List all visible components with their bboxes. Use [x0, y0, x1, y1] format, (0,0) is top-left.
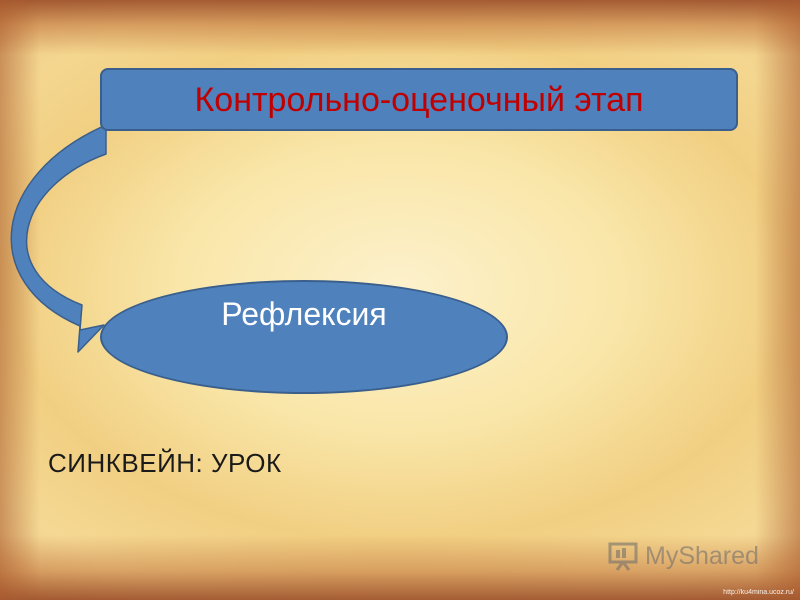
watermark-logo: MyShared — [608, 538, 778, 574]
reflection-ellipse — [100, 280, 508, 394]
parchment-edge-left — [0, 0, 40, 600]
reflection-label: Рефлексия — [221, 296, 387, 332]
title-box: Контрольно-оценочный этап — [100, 68, 738, 131]
watermark-url: http://ku4mina.ucoz.ru/ — [723, 589, 794, 596]
parchment-edge-right — [755, 0, 800, 600]
parchment-edge-top — [0, 0, 800, 55]
slide-title: Контрольно-оценочный этап — [194, 80, 644, 119]
parchment-edge-bottom — [0, 535, 800, 600]
watermark-brand: MyShared — [645, 541, 759, 570]
presentation-board-icon — [608, 542, 638, 571]
body-text: СИНКВЕЙН: УРОК — [48, 448, 282, 478]
